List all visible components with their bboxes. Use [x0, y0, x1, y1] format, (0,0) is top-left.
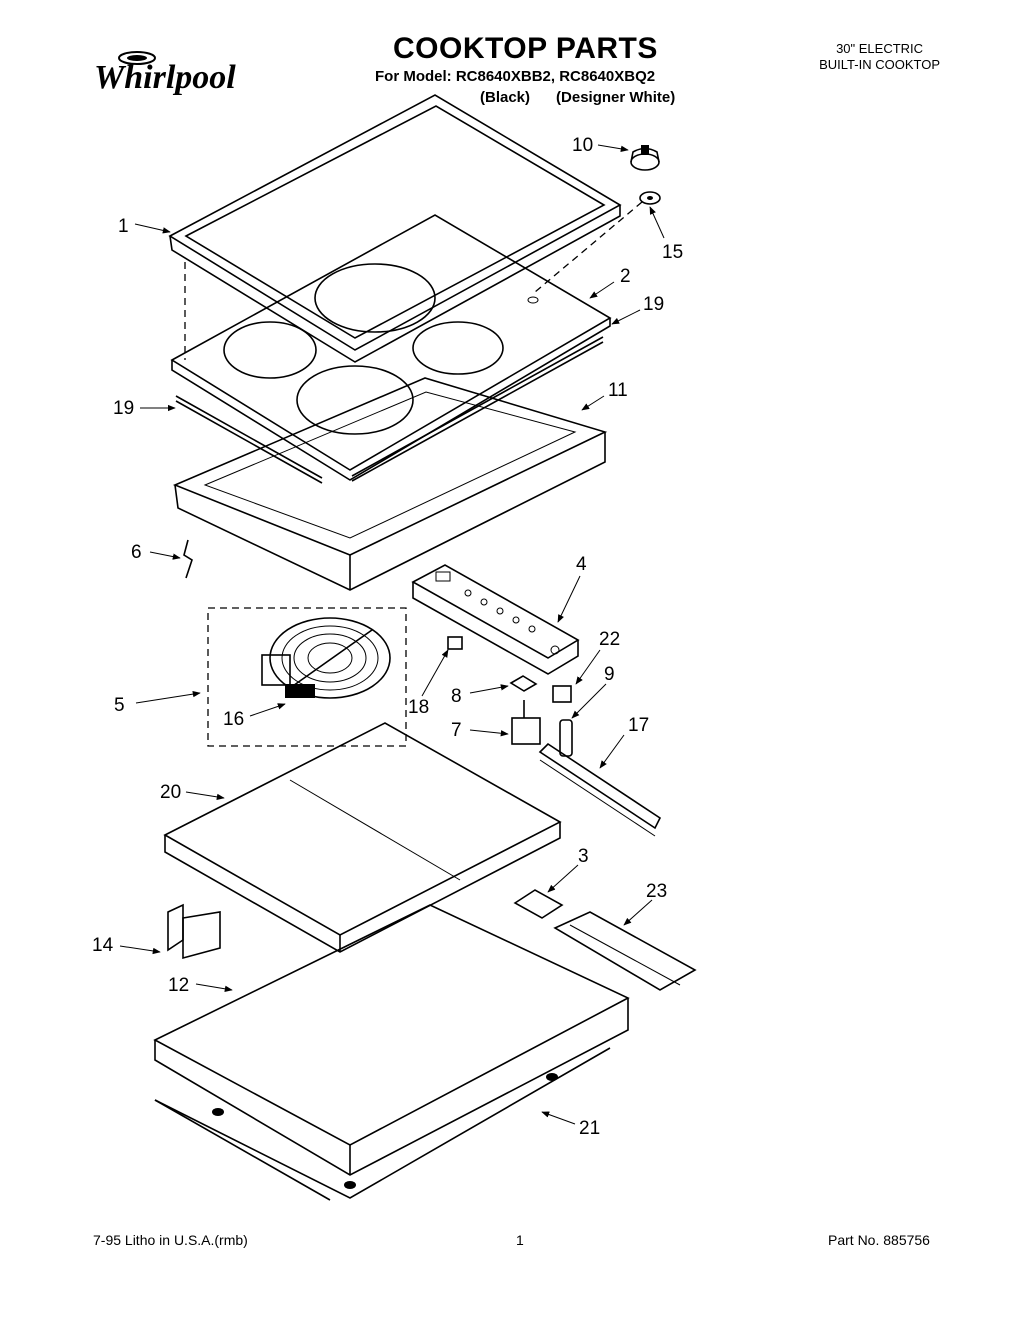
- part-5-element-assembly: [207, 607, 407, 747]
- variant-white: (Designer White): [556, 89, 676, 106]
- callout-16: 16: [223, 709, 244, 730]
- part-21-insulation: [154, 1047, 611, 1201]
- part-22-bracket: [552, 685, 572, 703]
- callout-19-left: 19: [113, 398, 134, 419]
- burner-circle: [412, 321, 504, 375]
- part-9-fuse: [559, 719, 573, 757]
- part-23-channel: [553, 911, 697, 991]
- part-11-support-frame: [172, 377, 608, 591]
- callout-1: 1: [118, 216, 129, 237]
- litho-note: 7-95 Litho in U.S.A.(rmb): [93, 1232, 248, 1248]
- callout-20: 20: [160, 782, 181, 803]
- part-20-tray: [163, 722, 562, 953]
- part-17-rail: [538, 742, 662, 837]
- callout-9: 9: [604, 664, 615, 685]
- page-number: 1: [516, 1232, 524, 1248]
- callout-8: 8: [451, 686, 462, 707]
- part-18-label: [447, 636, 463, 650]
- brand-wordmark: Whirlpool: [94, 59, 236, 96]
- part-3-bracket: [513, 889, 564, 919]
- part-number: Part No. 885756: [828, 1232, 930, 1248]
- whirlpool-logo: Whirlpool: [92, 44, 272, 104]
- page-title: COOKTOP PARTS: [393, 32, 658, 65]
- variant-black: (Black): [480, 89, 531, 106]
- part-4-control-panel: [411, 564, 580, 675]
- part-10-knob: [630, 145, 660, 171]
- callout-21: 21: [579, 1118, 600, 1139]
- callout-22: 22: [599, 629, 620, 650]
- callout-15: 15: [662, 242, 683, 263]
- burner-circle: [223, 321, 317, 379]
- part-6-clip: [183, 539, 193, 579]
- callout-17: 17: [628, 715, 649, 736]
- callout-23: 23: [646, 881, 667, 902]
- callout-5: 5: [114, 695, 125, 716]
- part-2-glass-cooktop: [170, 214, 612, 481]
- part-8-plate: [509, 675, 538, 692]
- callout-6: 6: [131, 542, 142, 563]
- callout-18: 18: [408, 697, 429, 718]
- part-1-frame-trim: [168, 94, 622, 363]
- knob-hole: [527, 296, 539, 304]
- burner-circle: [314, 263, 436, 333]
- part-14-shield: [167, 903, 221, 960]
- part-19-gasket-strips: [175, 336, 604, 484]
- type-line-2: BUILT-IN COOKTOP: [819, 57, 940, 72]
- variant-labels: (Black) (Designer White): [480, 89, 675, 106]
- part-12-base-pan: [153, 904, 630, 1176]
- part-7-switch: [511, 700, 541, 745]
- callout-10: 10: [572, 135, 593, 156]
- type-line-1: 30" ELECTRIC: [836, 41, 924, 56]
- model-line: For Model: RC8640XBB2, RC8640XBQ2: [375, 68, 656, 85]
- callout-11: 11: [608, 380, 628, 401]
- callout-3: 3: [578, 846, 589, 867]
- callout-7: 7: [451, 720, 462, 741]
- callout-2: 2: [620, 266, 631, 287]
- appliance-type: 30" ELECTRIC BUILT-IN COOKTOP: [819, 41, 940, 73]
- callout-12: 12: [168, 975, 189, 996]
- burner-circle: [296, 365, 414, 435]
- callout-4: 4: [576, 554, 587, 575]
- part-15-washer: [639, 191, 661, 205]
- callout-19-top: 19: [643, 294, 664, 315]
- callout-14: 14: [92, 935, 114, 956]
